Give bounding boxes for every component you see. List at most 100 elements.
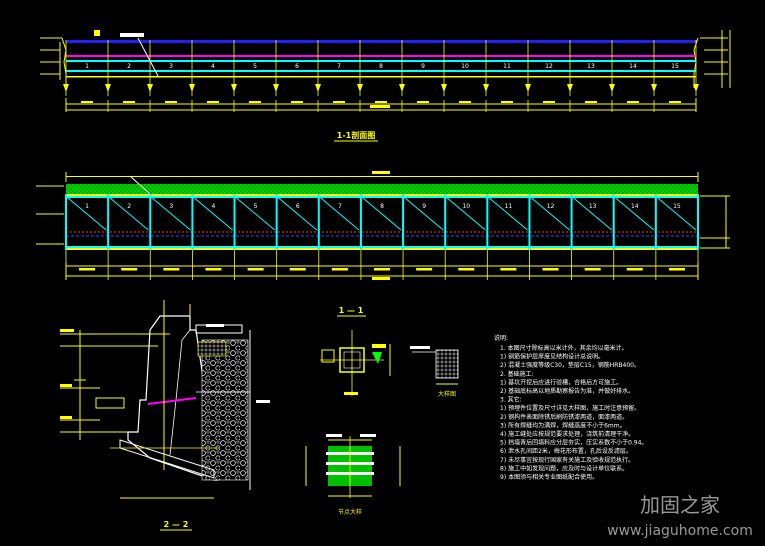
plan-diagonal-brace bbox=[151, 197, 191, 231]
elevation-pile-marker bbox=[273, 84, 279, 92]
elevation-bay-number: 10 bbox=[461, 63, 469, 70]
elevation-bay-number: 14 bbox=[629, 63, 637, 70]
section-stone-backfill bbox=[201, 339, 249, 481]
plan-right-markers bbox=[700, 195, 730, 249]
notes-line: 1. 本图尺寸除标高以米计外，其余均以毫米计。 bbox=[500, 344, 628, 352]
elevation-cyan-band-bottom bbox=[66, 70, 696, 72]
section-footing bbox=[119, 439, 215, 479]
notes-line: 9) 本图须与相关专业图纸配合使用。 bbox=[500, 473, 598, 481]
detail-3-tag-left bbox=[326, 434, 342, 437]
plan-bay-number: 13 bbox=[589, 203, 597, 210]
section-tag-right bbox=[256, 400, 270, 403]
elevation-bay-dim-text bbox=[375, 101, 387, 103]
elevation-bay-number: 8 bbox=[379, 63, 383, 70]
notes-line: 1) 钢筋保护层厚度见结构设计总说明。 bbox=[500, 353, 604, 361]
detail-2-mesh: 大样图 bbox=[410, 346, 459, 398]
plan-yellow-bottom-band bbox=[66, 248, 698, 250]
plan-diagonal-brace bbox=[320, 197, 360, 231]
plan-bay-dim-text bbox=[205, 268, 222, 271]
plan-bay-dim-text bbox=[247, 268, 264, 271]
notes-heading: 说明: bbox=[494, 334, 508, 342]
plan-diagonal-brace bbox=[531, 197, 570, 231]
plan-diagonal-brace bbox=[194, 197, 233, 231]
elevation-pile-marker bbox=[147, 84, 153, 92]
plan-green-band-hatch bbox=[66, 184, 698, 194]
plan-diagonal-brace bbox=[278, 197, 318, 231]
section-magenta-drain bbox=[147, 397, 197, 405]
plan-diagonal-brace bbox=[446, 197, 486, 231]
detail-1-right-plate bbox=[372, 344, 386, 348]
elevation-bay-dim-text bbox=[417, 101, 429, 103]
elevation-pile-marker bbox=[105, 84, 111, 92]
plan-diagonal-brace bbox=[615, 197, 655, 231]
elevation-pile-marker bbox=[693, 84, 699, 92]
elevation-bay-dim-text bbox=[543, 101, 555, 103]
plan-bay-number: 1 bbox=[85, 203, 89, 210]
design-notes: 说明: 1. 本图尺寸除标高以米计外，其余均以毫米计。 1) 钢筋保护层厚度见结… bbox=[494, 334, 647, 481]
plan-bay-dim-text bbox=[163, 268, 180, 271]
elevation-bay-dim-text bbox=[501, 101, 513, 103]
elevation-cyan-band-top bbox=[66, 60, 696, 62]
elevation-bay-number: 9 bbox=[421, 63, 425, 70]
notes-line: 2) 基础底标高以地质勘察报告为准，并做好排水。 bbox=[500, 387, 634, 395]
plan-bay-dim-text bbox=[416, 268, 433, 271]
plan-diagonal-brace bbox=[489, 197, 528, 231]
watermark-url: www.jiaguhome.com bbox=[607, 523, 753, 539]
plan-bay-number: 3 bbox=[169, 203, 173, 210]
elevation-pile-marker bbox=[651, 84, 657, 92]
elevation-bay-number: 13 bbox=[587, 63, 595, 70]
elevation-pile-marker bbox=[441, 84, 447, 92]
elevation-pile-marker bbox=[609, 84, 615, 92]
elevation-bay-number: 3 bbox=[169, 63, 173, 70]
elevation-pile-marker bbox=[525, 84, 531, 92]
plan-diagonal-brace bbox=[67, 197, 107, 231]
plan-diagonal-brace bbox=[362, 197, 402, 231]
plan-diagonal-leader bbox=[129, 175, 151, 195]
detail-3-connection: 节点大样 bbox=[305, 434, 401, 516]
plan-bay-dim-text bbox=[542, 268, 559, 271]
plan-bay-number: 14 bbox=[631, 203, 639, 210]
elevation-bay-dim-text bbox=[627, 101, 639, 103]
plan-cyan-bottom-beam bbox=[66, 246, 698, 248]
plan-bay-number: 4 bbox=[212, 203, 216, 210]
elevation-bay-dim-text bbox=[669, 101, 681, 103]
detail-2-caption: 大样图 bbox=[438, 390, 456, 398]
elevation-bay-number: 6 bbox=[295, 63, 299, 70]
plan-bottom-dimension bbox=[65, 262, 699, 280]
plan-bay-number: 6 bbox=[296, 203, 300, 210]
section-elevation-marks bbox=[60, 330, 170, 440]
elevation-pile-marker bbox=[357, 84, 363, 92]
elevation-bay-number: 11 bbox=[503, 63, 511, 70]
notes-line: 8) 施工中如发现问题，应及时与设计单位联系。 bbox=[500, 464, 628, 472]
plan-bay-dim-text bbox=[668, 268, 685, 271]
plan-bay-dim-text bbox=[79, 268, 96, 271]
notes-line: 6) 泄水孔间距2米，梅花形布置，孔后设反滤层。 bbox=[500, 447, 632, 455]
plan-diagonal-brace bbox=[573, 197, 613, 231]
plan-bay-number: 7 bbox=[338, 203, 342, 210]
section-left-tag-1 bbox=[60, 329, 74, 332]
notes-line: 3. 其它: bbox=[500, 396, 522, 404]
plan-bay-dim-text bbox=[374, 268, 390, 271]
notes-line: 1) 预埋件位置及尺寸详见大样图，施工时注意预留。 bbox=[500, 404, 640, 412]
detail-1-bottom-text bbox=[344, 392, 358, 395]
plan-bay-number: 8 bbox=[380, 203, 384, 210]
notes-lines: 1. 本图尺寸除标高以米计外，其余均以毫米计。 1) 钢筋保护层厚度见结构设计总… bbox=[500, 344, 647, 481]
plan-bay-number: 10 bbox=[462, 203, 470, 210]
watermark: 加固之家 www.jiaguhome.com bbox=[607, 493, 753, 539]
elevation-caption: 1-1剖面图 bbox=[337, 130, 375, 140]
plan-left-markers bbox=[36, 185, 64, 245]
elevation-pile-marker bbox=[567, 84, 573, 92]
elevation-magenta-band bbox=[66, 55, 696, 57]
plan-bottom-dim-text bbox=[372, 277, 390, 280]
plan-bay-number: 5 bbox=[254, 203, 258, 210]
plan-top-dim-text bbox=[372, 171, 390, 174]
section-tag-top bbox=[206, 324, 224, 327]
elevation-bay-number: 5 bbox=[253, 63, 257, 70]
detail-1-green-weld bbox=[372, 352, 382, 364]
detail-3-tag-right bbox=[360, 434, 376, 437]
